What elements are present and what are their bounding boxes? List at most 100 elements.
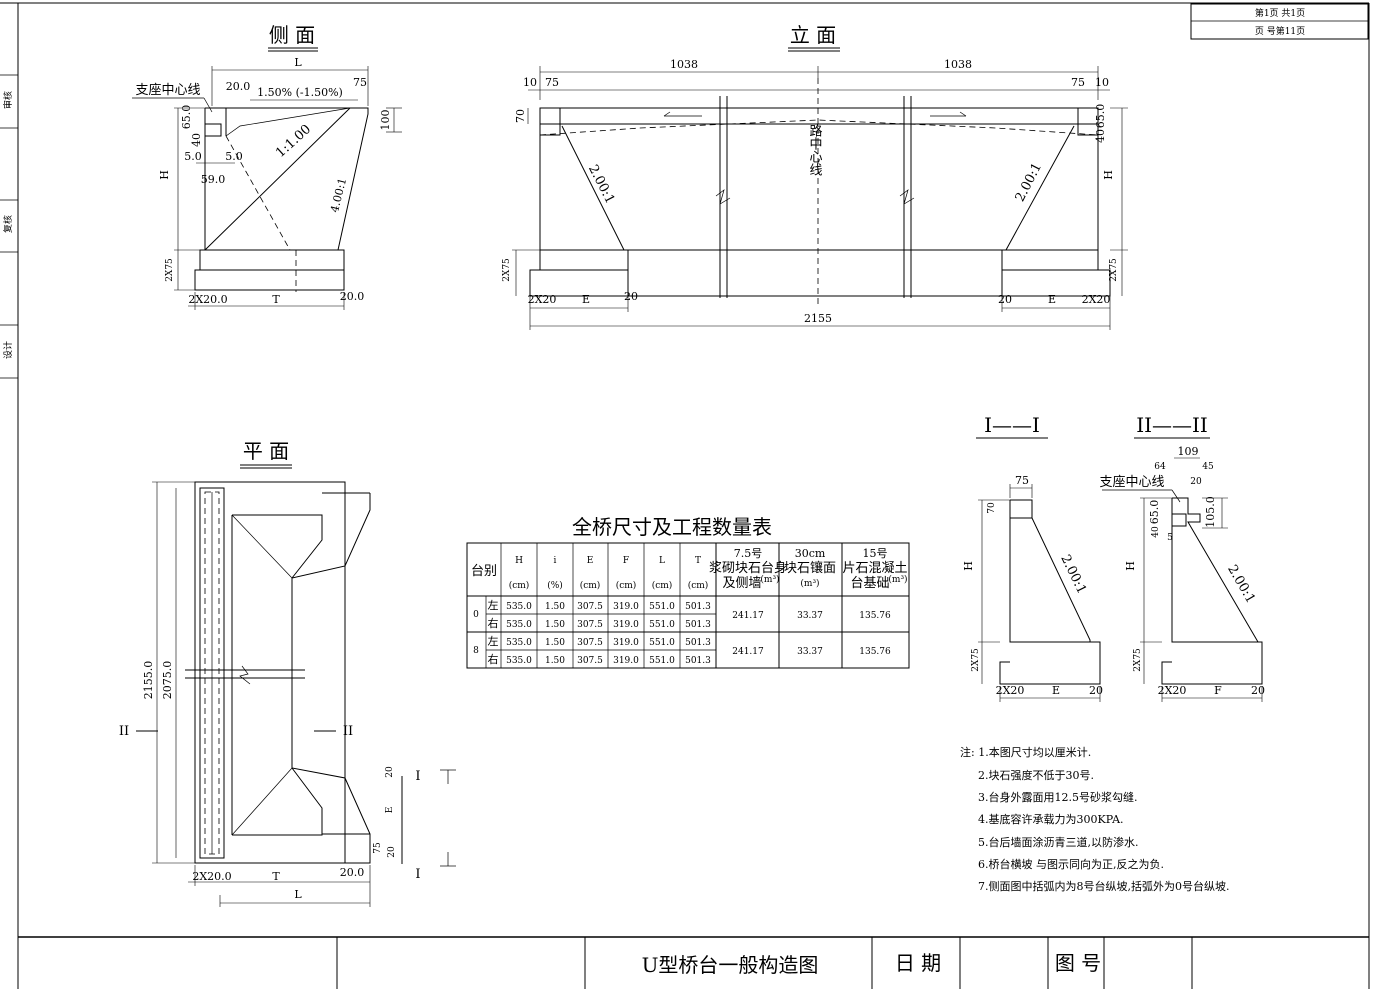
elev-dim-20-left: 20 [624,290,638,303]
elev-dim-E-left: E [582,293,590,306]
side-view: 侧 面 L 75 20.0 1.50% (-1.50%) 支座中心线 1:1.0… [132,23,402,310]
note-line-5: 5.台后墙面涂沥青三道,以防渗水. [978,835,1139,849]
table-wide-2-l2: 片石混凝土 [842,560,907,576]
side-slope-2: 4.00:1 [328,177,349,214]
side-dim-40: 40 [190,133,203,147]
page-box-line2: 页 号第11页 [1255,25,1305,37]
elev-dim-75r: 75 [1071,76,1085,89]
plan-dim-br: 20.0 [340,866,365,879]
notes: 注: 1.本图尺寸均以厘米计. 2.块石强度不低于30号. 3.台身外露面用12… [960,745,1229,893]
plan-dim-bl: 2X20.0 [192,870,231,883]
table-wide-1-l2: 块石镶面 [784,560,836,576]
sec2-dim-40: 40 [1151,526,1161,538]
elev-dim-total: 2155 [804,312,832,325]
plan-sec1-top: I [415,769,420,784]
date-label: 日 期 [895,951,941,975]
table-cell-H: 535.0 [506,602,532,612]
note-line-1: 注: 1.本图尺寸均以厘米计. [960,745,1091,759]
plan-dim-T: T [272,870,280,883]
sec2-dim-109: 109 [1178,445,1199,458]
table-header-0: 台别 [471,564,497,579]
strip-label-review: 审核 [2,91,14,109]
table-cell-side: 右 [488,616,499,630]
table-cell-L: 551.0 [649,620,675,630]
table-cell-q3: 135.76 [859,611,891,621]
elev-dim-65: 65.0 [1094,104,1107,129]
table-unit-5: (cm) [652,580,673,591]
table-cell-q1: 241.17 [732,611,764,621]
table-wide-0-l2: 浆砌块石台身 [709,560,787,576]
sec2-dim-br: 20 [1251,684,1265,697]
sec1-dim-base: 2X75 [971,648,981,672]
page-box: 第1页 共1页 页 号第11页 [1190,3,1369,40]
table-cell-side: 左 [488,599,499,612]
table-cell-q3: 135.76 [859,647,891,657]
table-cell-F: 319.0 [613,620,639,630]
plan-sec2-right: II [343,724,353,739]
note-line-3: 3.台身外露面用12.5号砂浆勾缝. [978,790,1137,804]
table-unit-3: (cm) [580,580,601,591]
sec1-dim-H: H [962,561,975,571]
elev-dim-E-right: E [1048,293,1056,306]
section-1-view: I——I 75 70 H 2X75 2.00:1 2X20 E 20 [962,413,1103,702]
table-wide-0-l3: 及侧墙 [722,576,761,591]
table-header-5: L [659,556,665,566]
table-wide-0-l1: 7.5号 [734,547,763,560]
sec1-slope: 2.00:1 [1057,552,1089,596]
sec1-dim-br: 20 [1089,684,1103,697]
plan-dim-2075: 2075.0 [161,661,174,700]
section-2-title: II——II [1136,413,1208,437]
side-dim-T: T [272,293,280,306]
sec1-dim-E: E [1052,684,1060,697]
side-dim-H: H [158,170,171,180]
table-unit-4: (cm) [616,580,637,591]
title-block: U型桥台一般构造图 日 期 图 号 [18,936,1369,989]
sec2-dim-64: 64 [1154,462,1166,472]
table-cell-H: 535.0 [506,656,532,666]
table-cell-L: 551.0 [649,602,675,612]
elev-slope-right: 2.00:1 [1013,160,1045,204]
table-cell-T: 501.3 [685,656,711,666]
table-unit-6: (cm) [688,580,709,591]
side-dim-65: 65.0 [180,105,193,130]
sec2-dim-base: 2X75 [1133,648,1143,672]
strip-label-design: 设计 [2,341,14,359]
elev-dim-base-left: 2X75 [502,258,512,282]
table-cell-T: 501.3 [685,638,711,648]
sec2-dim-65: 65.0 [1148,500,1161,525]
sec1-dim-75: 75 [1015,474,1029,487]
sec2-dim-5: 5 [1167,533,1173,543]
sec2-dim-F: F [1214,684,1222,697]
sec2-dim-20: 20 [1190,477,1202,487]
table-cell-i: 1.50 [545,656,565,666]
elev-dim-10l: 10 [523,76,537,89]
sec2-dim-H: H [1124,561,1137,571]
table-cell-i: 1.50 [545,638,565,648]
table-header-3: E [587,556,594,566]
elev-dim-base-right: 2X75 [1109,258,1119,282]
table-cell-E: 307.5 [577,656,603,666]
table-wide-2-unit: (m³) [888,574,907,585]
table-header-6: T [695,556,701,566]
elev-dim-10r: 10 [1095,76,1109,89]
side-dim-5b: 5.0 [225,150,243,163]
page-box-line1: 第1页 共1页 [1255,7,1305,19]
note-line-6: 6.桥台横坡 与图示同向为正,反之为负. [978,857,1164,871]
elev-dim-br: 2X20 [1082,293,1111,306]
plan-dim-20b: 20 [387,846,397,858]
elev-dim-bl: 2X20 [528,293,557,306]
quantity-table: 全桥尺寸及工程数量表 台别 H (cm) i (%) E (cm) F (cm)… [466,515,910,669]
table-cell-E: 307.5 [577,638,603,648]
elev-center-char-1: 路中心线 [807,123,823,176]
table-cell-F: 319.0 [613,602,639,612]
sec1-dim-bl: 2X20 [996,684,1025,697]
side-dim-base: 2X75 [165,258,175,282]
elevation-title: 立 面 [790,23,836,47]
side-dim-100: 100 [379,110,392,131]
elev-dim-right-half: 1038 [944,58,972,71]
sec1-dim-70: 70 [987,502,997,514]
plan-sec2-left: II [119,724,129,739]
elev-dim-75l: 75 [545,76,559,89]
elev-dim-left-half: 1038 [670,58,698,71]
table-cell-H: 535.0 [506,638,532,648]
